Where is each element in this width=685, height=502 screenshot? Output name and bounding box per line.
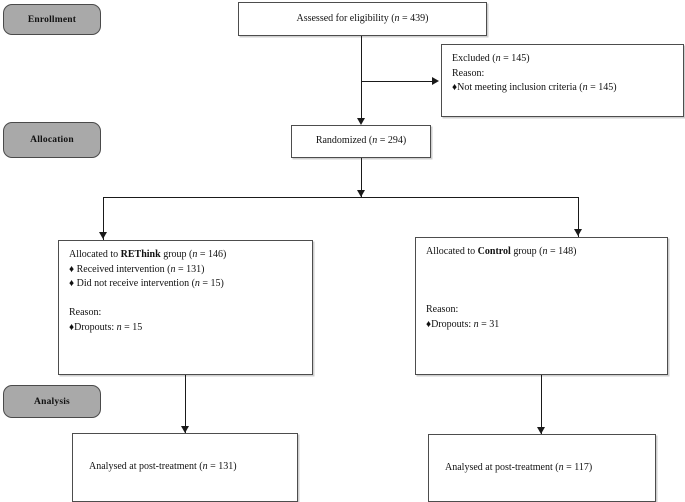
rethink-line-reason-header: Reason: [69, 307, 102, 318]
control-line-allocated: Allocated to Control group (n = 148) [426, 245, 657, 260]
analysed-control-suffix: = 117) [563, 461, 593, 473]
diamond-bullet-icon: ♦ [69, 321, 75, 333]
connector-assessed-to-randomized-vertical [361, 36, 362, 119]
rethink-line-allocated: Allocated to REThink group (n = 146) [69, 248, 302, 263]
control-spacer-3 [426, 289, 657, 304]
analysed-rethink-italic-n: n [202, 461, 208, 473]
diamond-bullet-icon: ♦ [69, 263, 75, 275]
node-allocated-rethink: Allocated to REThink group (n = 146) ♦ R… [58, 240, 313, 375]
connector-split-right-arm [578, 197, 579, 237]
rethink-prefix: Allocated to [69, 249, 121, 260]
connector-randomized-split-bar [103, 197, 579, 198]
excluded-line-reason-1: ♦Not meeting inclusion criteria (n = 145… [452, 81, 673, 96]
arrowhead-allocated-rethink [98, 232, 107, 239]
analysed-rethink-suffix: = 131) [207, 461, 237, 473]
node-analysed-control-text: Analysed at post-treatment (n = 117) [429, 461, 592, 476]
node-assessed-for-eligibility: Assessed for eligibility (n = 439) [238, 2, 487, 36]
rethink-received-italic-n: n [170, 263, 176, 275]
rethink-dropouts-italic-n: n [116, 321, 122, 333]
rethink-mid: group ( [160, 249, 193, 260]
randomized-prefix: Randomized ( [315, 135, 373, 147]
analysed-control-prefix: Analysed at post-treatment ( [445, 461, 559, 473]
node-analysed-rethink-text: Analysed at post-treatment (n = 131) [73, 460, 237, 475]
excluded-reason-italic-n: n [582, 82, 588, 93]
control-dropouts-prefix: Dropouts: [431, 318, 474, 330]
rethink-notreceived-italic-n: n [194, 278, 200, 289]
connector-control-to-analysis [541, 375, 542, 434]
node-allocated-control: Allocated to Control group (n = 148) Rea… [415, 237, 668, 375]
control-dropouts-suffix: = 31 [478, 318, 500, 330]
rethink-line-received: ♦ Received intervention (n = 131) [69, 263, 302, 278]
arrowhead-randomized [356, 118, 365, 125]
assessed-suffix: = 439) [399, 12, 429, 24]
stage-label-analysis: Analysis [3, 385, 101, 418]
node-excluded-text: Excluded (n = 145) Reason: ♦Not meeting … [442, 45, 683, 96]
rethink-notreceived-suffix: = 15) [199, 278, 224, 289]
control-line-dropouts: ♦Dropouts: n = 31 [426, 318, 657, 333]
control-group-name: Control [477, 246, 511, 257]
analysed-rethink-prefix: Analysed at post-treatment ( [89, 461, 203, 473]
randomized-italic-n: n [372, 135, 378, 147]
arrowhead-split [356, 190, 365, 197]
arrowhead-analysed-control [536, 427, 545, 434]
connector-randomized-down [361, 158, 362, 197]
stage-label-enrollment: Enrollment [3, 4, 101, 35]
connector-split-left-arm [103, 197, 104, 240]
excluded-italic-n: n [495, 53, 501, 64]
rethink-notreceived-prefix: Did not receive intervention ( [76, 278, 195, 289]
rethink-received-prefix: Received intervention ( [76, 263, 171, 275]
arrowhead-analysed-rethink [180, 426, 189, 433]
diamond-bullet-icon: ♦ [426, 318, 432, 330]
stage-label-analysis-text: Analysis [34, 396, 70, 407]
connector-rethink-to-analysis [185, 375, 186, 433]
control-italic-n: n [542, 246, 548, 257]
analysed-control-italic-n: n [558, 461, 564, 473]
rethink-suffix: = 146) [197, 249, 227, 260]
stage-label-enrollment-text: Enrollment [27, 14, 77, 25]
randomized-suffix: = 294) [377, 135, 407, 147]
node-allocated-control-text: Allocated to Control group (n = 148) Rea… [416, 238, 667, 332]
node-analysed-control: Analysed at post-treatment (n = 117) [428, 434, 656, 502]
assessed-prefix: Assessed for eligibility ( [296, 12, 395, 24]
control-line-reason-header: Reason: [426, 304, 459, 315]
connector-assessed-to-excluded-horizontal [361, 81, 433, 82]
node-allocated-rethink-text: Allocated to REThink group (n = 146) ♦ R… [59, 241, 312, 335]
control-dropouts-italic-n: n [473, 318, 479, 330]
diamond-bullet-icon: ♦ [69, 278, 75, 289]
arrowhead-excluded [432, 76, 439, 85]
rethink-group-name: REThink [120, 249, 161, 260]
node-excluded: Excluded (n = 145) Reason: ♦Not meeting … [441, 44, 684, 117]
rethink-italic-n: n [192, 249, 198, 260]
rethink-spacer [69, 292, 302, 307]
excluded-reason-prefix: Not meeting inclusion criteria ( [457, 82, 583, 93]
excluded-line-reason-header: Reason: [452, 67, 485, 79]
control-mid: group ( [510, 246, 543, 257]
excluded-reason-suffix: = 145) [587, 82, 617, 93]
node-randomized: Randomized (n = 294) [291, 125, 431, 158]
excluded-line-total: Excluded (n = 145) [452, 52, 673, 67]
excluded-prefix: Excluded ( [452, 53, 496, 64]
rethink-line-dropouts: ♦Dropouts: n = 15 [69, 321, 302, 336]
node-analysed-rethink: Analysed at post-treatment (n = 131) [72, 433, 298, 502]
stage-label-allocation: Allocation [3, 122, 101, 158]
arrowhead-allocated-control [573, 229, 582, 236]
control-prefix: Allocated to [426, 246, 478, 257]
rethink-received-suffix: = 131) [175, 263, 205, 275]
node-assessed-text: Assessed for eligibility (n = 439) [296, 12, 428, 27]
excluded-suffix: = 145) [500, 53, 530, 64]
control-spacer-1 [426, 260, 657, 275]
stage-label-allocation-text: Allocation [30, 135, 74, 145]
node-randomized-text: Randomized (n = 294) [316, 134, 406, 149]
rethink-dropouts-suffix: = 15 [121, 321, 143, 333]
control-suffix: = 148) [547, 246, 577, 257]
rethink-line-not-received: ♦ Did not receive intervention (n = 15) [69, 277, 302, 292]
rethink-dropouts-prefix: Dropouts: [74, 321, 117, 333]
diamond-bullet-icon: ♦ [452, 82, 458, 93]
assessed-italic-n: n [394, 12, 400, 24]
control-spacer-2 [426, 274, 657, 289]
